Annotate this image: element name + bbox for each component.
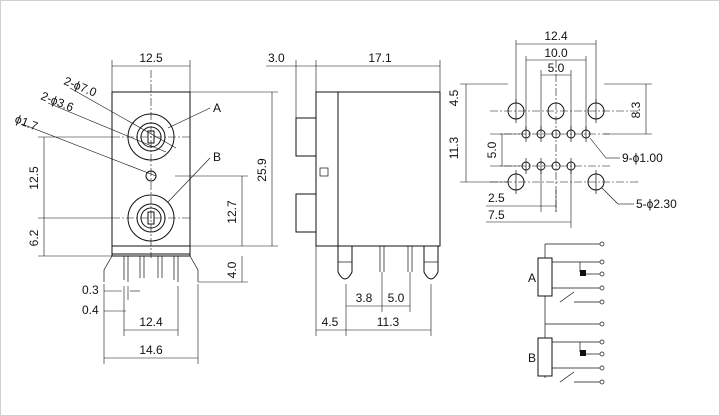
- schematic-block-b: [537, 337, 553, 377]
- dim-side-depth: 17.1: [368, 51, 392, 65]
- dim-fp-bottom-offset: 2.5: [488, 191, 505, 205]
- jack-a-inner-ring: [136, 122, 166, 152]
- footprint: 12.4 10.0 5.0 4.5 11.3 8.3 5.0: [447, 29, 677, 228]
- schematic-label-a: A: [528, 271, 536, 285]
- side-leg-right: [423, 246, 439, 280]
- front-view: 12.5 25.9 12.7 4.0 12.5 6.2 2-ϕ7.0 2-ϕ3.…: [13, 51, 278, 364]
- dim-pitch: 12.5: [27, 166, 41, 190]
- jack-a-bore: [140, 126, 162, 148]
- dim-fp-outer-width: 12.4: [544, 29, 568, 43]
- schematic-contact: [580, 270, 586, 276]
- large-hole: [547, 102, 565, 120]
- dim-fp-center-width: 5.0: [548, 61, 565, 75]
- dim-front-offset: 4.5: [322, 315, 339, 329]
- dim-pin-pitch-2: 5.0: [388, 291, 405, 305]
- dim-lead-span: 12.4: [139, 315, 163, 329]
- dim-bottom-offset: 6.2: [27, 229, 41, 246]
- dim-fp-top-offset: 4.5: [447, 89, 461, 106]
- dim-pin-span: 11.3: [377, 315, 400, 329]
- front-base: [111, 245, 191, 257]
- callout-d36: 2-ϕ3.6: [39, 89, 76, 115]
- label-jack-a: A: [213, 101, 221, 115]
- dim-side-offset: 3.0: [268, 51, 285, 65]
- side-jack-b: [295, 193, 317, 233]
- schematic-contact: [580, 350, 586, 356]
- dim-lead-length: 4.0: [225, 261, 239, 278]
- side-window: [319, 167, 329, 177]
- dim-fp-total-height: 11.3: [447, 136, 461, 159]
- dim-fp-row-pitch: 5.0: [485, 141, 499, 158]
- dim-height-total: 25.9: [255, 158, 269, 182]
- jack-b-outer-ring: [127, 194, 175, 242]
- jack-b-bore: [140, 207, 162, 229]
- side-body: [315, 91, 441, 247]
- callout-d17: ϕ1.7: [13, 112, 40, 134]
- jack-a-pin: [147, 130, 155, 144]
- label-jack-b: B: [213, 150, 221, 164]
- schematic-block-a: [537, 257, 553, 297]
- dim-lead-thickness: 0.3: [82, 283, 99, 297]
- schematic-label-b: B: [528, 351, 536, 365]
- jack-b-inner-ring: [136, 203, 166, 233]
- dim-jack-b-height: 12.7: [225, 200, 239, 224]
- jack-a-outer-ring: [127, 113, 175, 161]
- front-leads: [103, 255, 199, 282]
- callout-large-holes: 5-ϕ2.30: [636, 197, 677, 211]
- dim-base-width: 14.6: [139, 343, 163, 357]
- callout-d70: 2-ϕ7.0: [62, 74, 99, 100]
- schematic: A B: [528, 241, 605, 385]
- dim-fp-right-height: 8.3: [629, 101, 643, 118]
- dim-fp-bottom-span: 7.5: [488, 208, 505, 222]
- side-jack-a: [295, 117, 317, 157]
- dim-pin-pitch-1: 3.8: [356, 291, 373, 305]
- dim-lead-width: 0.4: [82, 303, 99, 317]
- small-hole: [551, 129, 561, 139]
- small-hole: [551, 161, 561, 171]
- callout-small-holes: 9-ϕ1.00: [622, 151, 663, 165]
- side-view: 3.0 17.1 3.8 5.0 4.5 11.3: [266, 51, 441, 336]
- dim-fp-inner-width: 10.0: [544, 46, 568, 60]
- dim-top-width: 12.5: [139, 51, 163, 65]
- side-leg-left: [337, 246, 353, 280]
- jack-b-pin: [147, 211, 155, 225]
